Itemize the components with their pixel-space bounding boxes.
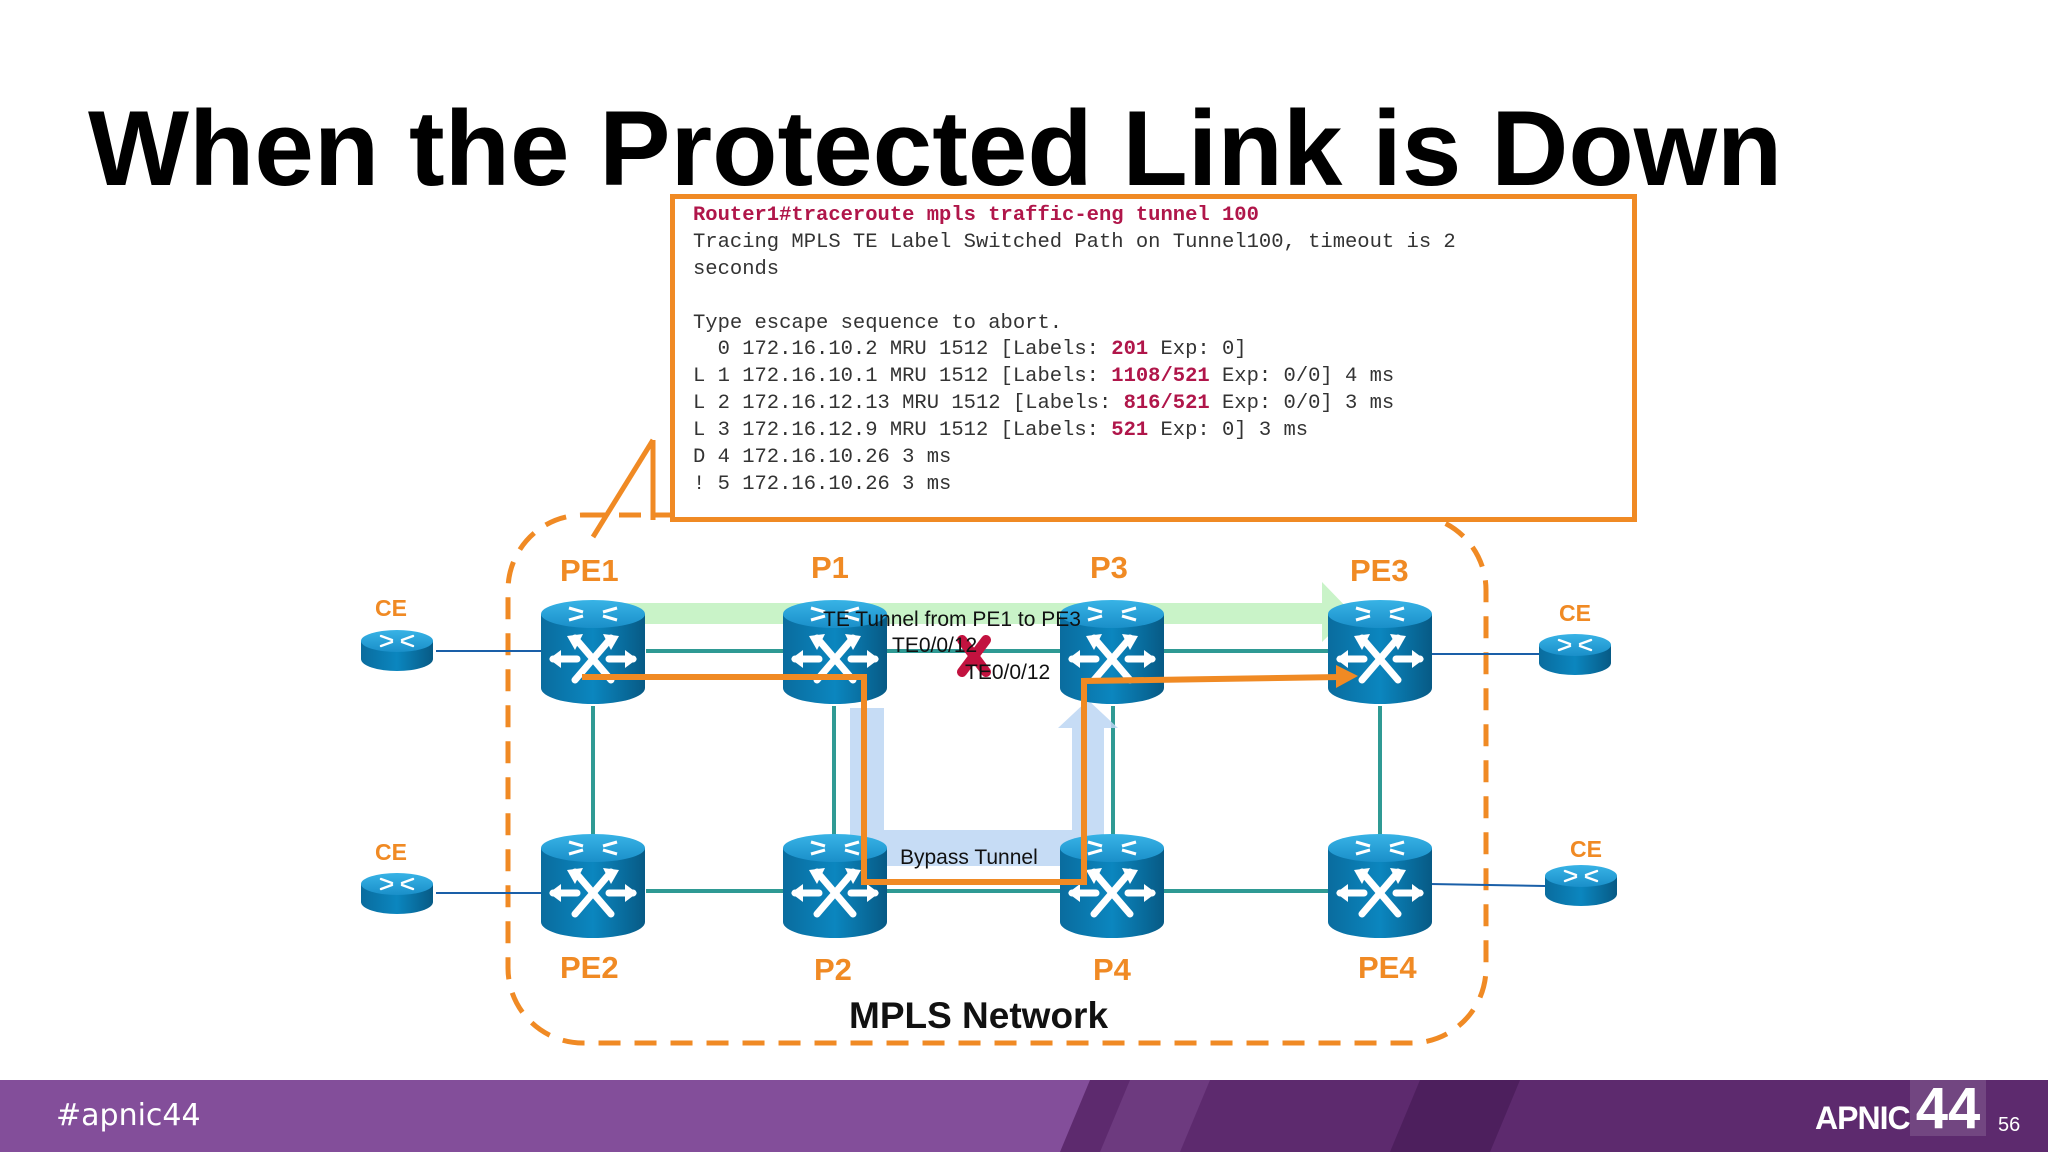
bypass-tunnel-label: Bypass Tunnel [900,846,1038,869]
label-ce-bottom-left: CE [375,839,407,865]
label-ce-bottom-right: CE [1570,836,1602,862]
hop-line-1: L 1 172.16.10.1 MRU 1512 [Labels: 1108/5… [693,364,1632,391]
hop-text: L 2 172.16.12.13 MRU 1512 [Labels: [693,392,1124,416]
ce-router-top-right [1537,632,1613,677]
hop-text: Exp: 0/0] 3 ms [1209,392,1395,416]
label-p3: P3 [1090,550,1128,585]
hop-text: 0 172.16.10.2 MRU 1512 [Labels: [693,338,1112,362]
label-pe4: PE4 [1358,950,1417,985]
output-blank-line [693,284,1632,311]
ce-router-bottom-left [359,871,435,916]
hop-text: Exp: 0/0] 4 ms [1209,365,1395,389]
ce-router-top-left [359,628,435,673]
footer-hashtag: #apnic44 [56,1098,201,1133]
hop-line-4: D 4 172.16.10.26 3 ms [693,446,952,470]
link-failure-x-icon [957,635,991,677]
hop-text: L 1 172.16.10.1 MRU 1512 [Labels: [693,365,1112,389]
label-pe2: PE2 [560,950,619,985]
interface-label-b: TE0/0/12 [965,661,1050,684]
hop-text: L 3 172.16.12.9 MRU 1512 [Labels: [693,419,1112,443]
ce-router-bottom-right [1543,863,1619,908]
footer-bar: #apnic44 APNIC 44 56 [0,1080,2048,1152]
output-line: Type escape sequence to abort. [693,311,1063,335]
hop-labels: 816/521 [1123,392,1210,416]
hop-line-0: 0 172.16.10.2 MRU 1512 [Labels: 201 Exp:… [693,337,1632,364]
label-p1: P1 [811,550,849,585]
traceroute-output-box: Router1#traceroute mpls traffic-eng tunn… [670,194,1637,522]
hop-text: Exp: 0] [1148,338,1247,362]
apnic-event-number: 44 [1910,1080,1986,1138]
slide-title: When the Protected Link is Down [88,88,1783,208]
hop-line-5: ! 5 172.16.10.26 3 ms [693,472,952,496]
router-pe4 [1328,834,1432,938]
router-pe2 [541,834,645,938]
network-diagram: PE1 P1 P3 PE3 PE2 P2 P4 PE4 CE CE CE CE … [359,438,1619,1046]
traceroute-command: Router1#traceroute mpls traffic-eng tunn… [693,204,1259,227]
output-line: seconds [693,257,780,281]
traffic-path-arrowhead [1336,665,1358,688]
te-tunnel-label: TE Tunnel from PE1 to PE3 [823,608,1081,631]
hop-text: Exp: 0] 3 ms [1148,419,1309,443]
hop-line-3: L 3 172.16.12.9 MRU 1512 [Labels: 521 Ex… [693,418,1632,445]
hop-labels: 1108/521 [1111,365,1210,389]
router-pe3 [1328,600,1432,704]
output-line: Tracing MPLS TE Label Switched Path on T… [693,230,1456,254]
label-pe3: PE3 [1350,553,1409,588]
slide-number: 56 [1998,1114,2021,1136]
callout-pointer [590,438,656,539]
traffic-path [582,674,1341,885]
hop-labels: 521 [1111,419,1149,443]
footer-background [0,1080,2048,1152]
label-pe1: PE1 [560,553,619,588]
router-pe1 [541,600,645,704]
router-p4 [1060,834,1164,938]
label-ce-top-left: CE [375,595,407,621]
label-p4: P4 [1093,952,1132,987]
te-tunnel-arrow [594,582,1352,642]
router-p2 [783,834,887,938]
label-ce-top-right: CE [1559,600,1591,626]
ce-links [436,650,1546,894]
apnic-logo: APNIC [1815,1100,1911,1136]
hop-line-2: L 2 172.16.12.13 MRU 1512 [Labels: 816/5… [693,391,1632,418]
label-p2: P2 [814,952,852,987]
mpls-network-label: MPLS Network [849,995,1108,1036]
mpls-network-boundary [505,512,1489,1046]
interface-label-a: TE0/0/12 [892,634,977,657]
hop-labels: 201 [1111,338,1149,362]
